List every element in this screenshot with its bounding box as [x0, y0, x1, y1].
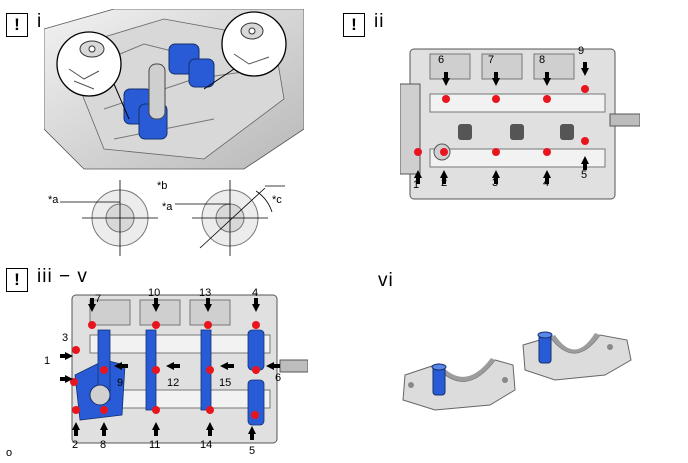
bolt-number-iii-7: 7 [95, 293, 102, 305]
cylinder-head-top-view-ii [400, 48, 640, 200]
bolt-number-ii-2: 2 [441, 177, 448, 189]
callout-a-left: *a [48, 194, 59, 206]
bolt-number-ii-9: 9 [578, 45, 585, 57]
panel-label-iii-v: iii − v [37, 266, 88, 287]
bolt-number-iii-3: 3 [62, 332, 69, 344]
camshaft-bearing-caps [402, 331, 632, 411]
bolt-number-iii-9: 9 [117, 377, 124, 389]
bolt-number-iii-13: 13 [199, 287, 212, 299]
timing-mark-diagram [60, 180, 285, 256]
bolt-number-ii-5: 5 [581, 169, 588, 181]
warning-icon-i: ! [6, 13, 28, 37]
callout-b: *b [157, 180, 168, 192]
footer-mark: o [6, 447, 13, 459]
bolt-number-ii-8: 8 [539, 54, 546, 66]
bolt-number-iii-5: 5 [249, 445, 256, 457]
cylinder-head-top-view-iii [60, 294, 308, 444]
bolt-number-iii-8: 8 [100, 439, 107, 451]
bolt-number-iii-14: 14 [200, 439, 213, 451]
callout-a-right: *a [162, 201, 173, 213]
bolt-number-iii-12: 12 [167, 377, 180, 389]
bolt-number-iii-2: 2 [72, 439, 79, 451]
warning-icon-iii: ! [6, 268, 28, 292]
panel-label-vi: vi [378, 270, 394, 291]
camshaft-illustration [44, 9, 304, 174]
bolt-number-ii-7: 7 [488, 54, 495, 66]
bolt-number-iii-6: 6 [275, 372, 282, 384]
bolt-number-iii-1: 1 [44, 355, 51, 367]
bolt-number-ii-3: 3 [492, 177, 499, 189]
bolt-number-ii-4: 4 [543, 177, 550, 189]
bolt-number-iii-10: 10 [148, 287, 161, 299]
bolt-number-iii-11: 11 [149, 439, 161, 451]
warning-icon-ii: ! [343, 13, 365, 37]
callout-c: *c [272, 194, 282, 206]
bolt-number-iii-15: 15 [219, 377, 232, 389]
bolt-number-ii-6: 6 [438, 54, 445, 66]
panel-label-i: i [37, 11, 43, 32]
bolt-number-iii-4: 4 [252, 287, 259, 299]
panel-label-ii: ii [374, 11, 385, 32]
bolt-number-ii-1: 1 [413, 179, 420, 191]
